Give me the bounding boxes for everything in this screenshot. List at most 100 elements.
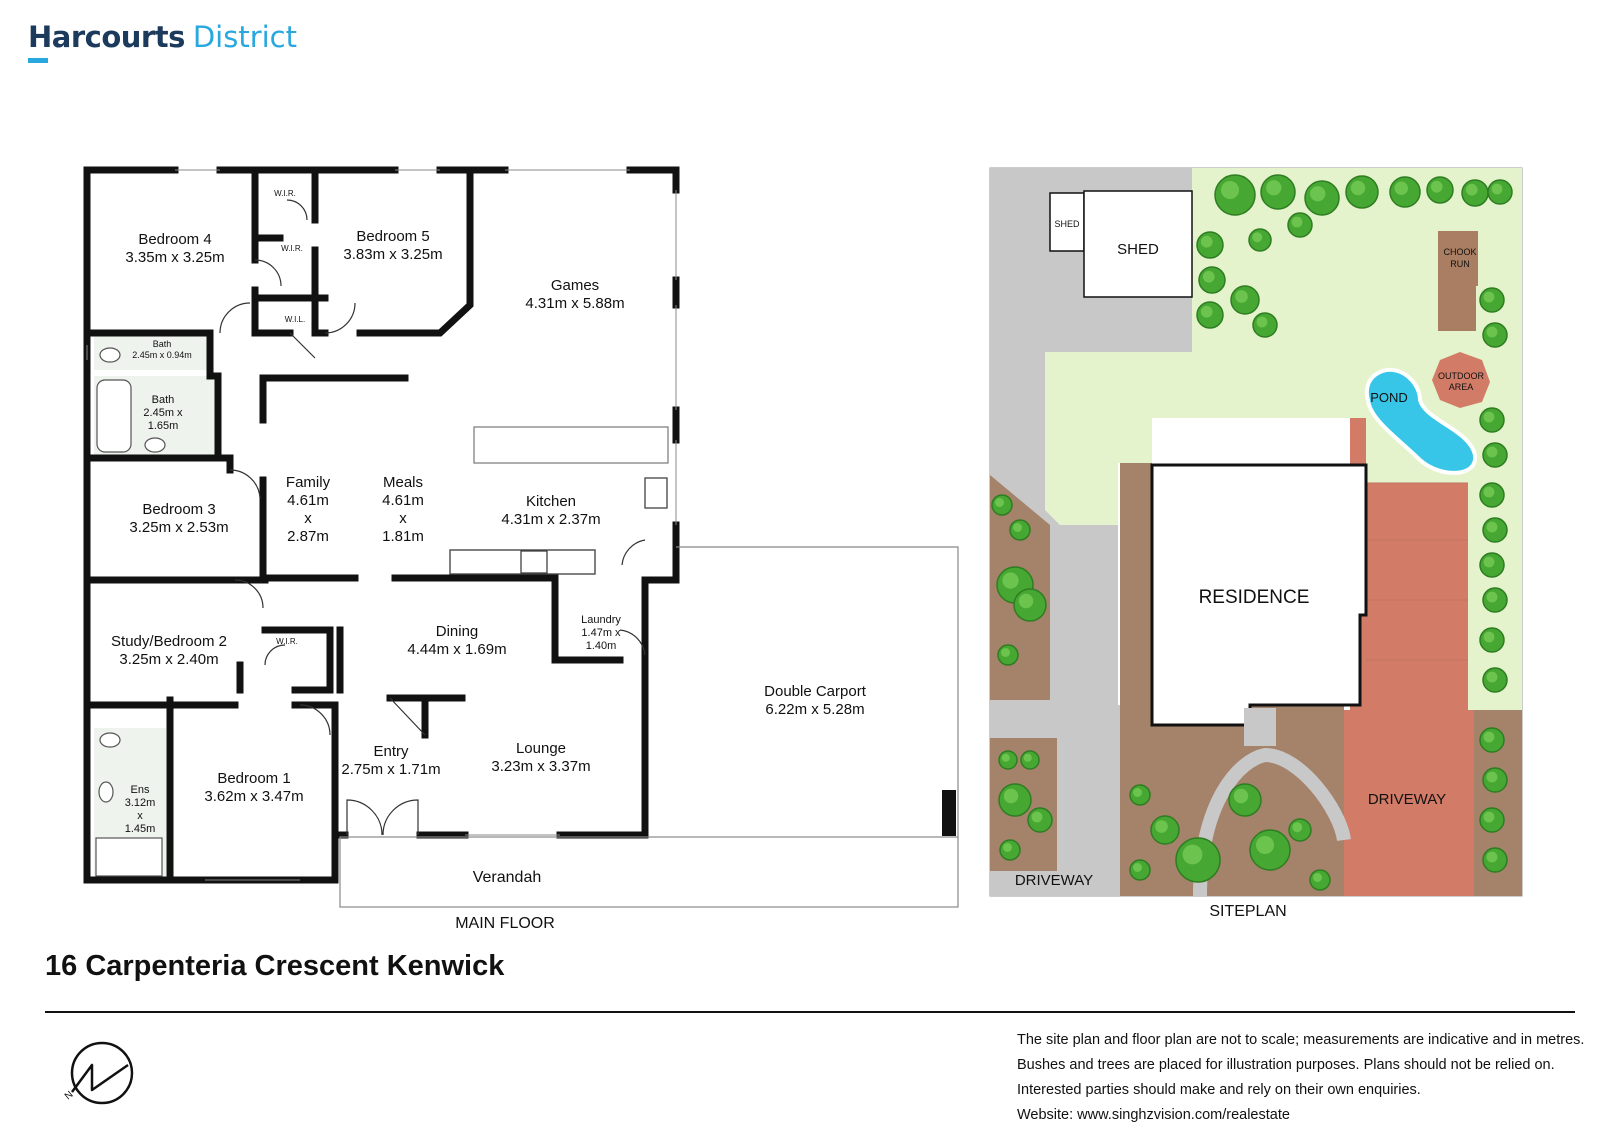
shrub-highlight [1018,593,1034,609]
room-label-bedroom4: 3.35m x 3.25m [125,249,224,266]
shrub-highlight [1483,556,1495,568]
shrub-highlight [1003,788,1019,804]
wir-label-1: W.I.R. [274,189,296,198]
shrub-highlight [1235,290,1248,303]
brand-office: District [192,20,297,54]
room-label-bath: Bath [152,394,175,406]
shrub-highlight [1133,788,1142,797]
shrub-highlight [1486,326,1498,338]
floor-plan-caption: MAIN FLOOR [455,915,555,932]
floor-plan: W.I.R. W.I.R. W.I.L. W.I.R. Bedroom 43.3… [83,166,959,932]
shrub-highlight [1483,291,1495,303]
disclaimer: The site plan and floor plan are not to … [1017,1028,1592,1128]
room-label-bedroom5: Bedroom 5 [356,228,429,245]
room-label-bedroom1: 3.62m x 3.47m [204,788,303,805]
chook-run-label-1: CHOOK [1443,247,1476,257]
room-label-laundry: Laundry [581,614,621,626]
room-label-family: x [304,510,312,527]
shrub-highlight [1200,235,1213,248]
outdoor-outlines [339,546,959,908]
north-arrow-icon: N [63,1041,134,1105]
shrub-highlight [1310,186,1326,202]
shrub-highlight [1465,183,1478,196]
bathtub [96,379,132,453]
paving-joints [1366,482,1468,661]
room-label-family: Family [286,474,331,491]
lawn [1045,168,1522,710]
shrub-highlight [1313,873,1322,882]
path-stem [1244,708,1276,746]
room-label-study: 3.25m x 2.40m [119,651,218,668]
shrub-highlight [1023,753,1032,762]
shrub-highlight [1350,180,1366,196]
shrub-highlight [1133,863,1142,872]
shrub-highlight [1200,305,1213,318]
disclaimer-line: Website: www.singhzvision.com/realestate [1017,1107,1290,1123]
doors [219,199,646,836]
garden-strip [1120,463,1152,710]
basin [144,437,166,453]
logo-underline [28,58,48,63]
room-label-dining: 4.44m x 1.69m [407,641,506,658]
shower [95,837,163,877]
shrub-highlight [1256,316,1268,328]
room-label-meals: 4.61m [382,492,424,509]
room-label-games: 4.31m x 5.88m [525,295,624,312]
shrub-highlight [1483,486,1495,498]
shrub-highlight [1486,851,1498,863]
pond-label: POND [1370,390,1408,405]
disclaimer-line: Bushes and trees are placed for illustra… [1017,1057,1555,1073]
room-label-carport: Double Carport [764,683,867,700]
kitchen-sink [644,477,668,509]
right-driveway [1344,710,1474,896]
room-label-study: Study/Bedroom 2 [111,633,227,650]
disclaimer-line: The site plan and floor plan are not to … [1017,1032,1585,1048]
shrub-highlight [1013,523,1022,532]
disclaimer-line: Interested parties should make and rely … [1017,1082,1421,1098]
chook-run-label-2: RUN [1450,259,1470,269]
shrub-highlight [1221,181,1239,199]
carport-post [942,790,956,836]
shrub-highlight [1394,181,1408,195]
room-label-ensuite: 1.45m [125,823,156,835]
room-label-bath-small: Bath [153,339,172,349]
shrub-highlight [1266,180,1282,196]
room-label-kitchen: Kitchen [526,493,576,510]
ensuite-toilet [99,732,121,748]
room-label-dining: Dining [436,623,479,640]
shed [1083,190,1193,298]
shrub-highlight [1256,836,1274,854]
room-label-bedroom1: Bedroom 1 [217,770,290,787]
room-label-bedroom3: 3.25m x 2.53m [129,519,228,536]
address-divider [45,1011,1575,1013]
room-label-bath: 2.45m x [143,407,183,419]
pond [1364,367,1478,475]
room-label-entry: Entry [373,743,409,760]
wir-label-2: W.I.R. [281,244,303,253]
residence-outline [1150,463,1368,727]
shrub-highlight [1002,572,1019,589]
shrub-highlight [1483,811,1495,823]
outdoor-area-label-2: AREA [1449,382,1474,392]
room-label-meals: 1.81m [382,528,424,545]
room-label-bedroom3: Bedroom 3 [142,501,215,518]
room-label-ensuite: x [137,810,143,822]
brand-name: Harcourts [28,20,185,54]
outdoor-area-label-1: OUTDOOR [1438,371,1484,381]
cooktop [520,550,548,574]
shrub-highlight [1001,648,1010,657]
property-address: 16 Carpenteria Crescent Kenwick [45,950,505,982]
shrub-highlight [1292,822,1303,833]
site-plan-caption: SITEPLAN [1209,903,1286,920]
outdoor-area [1432,352,1490,408]
shrubs [991,174,1513,891]
shrub-highlight [1486,771,1498,783]
room-label-laundry: 1.47m x [581,627,621,639]
shed-label: SHED [1117,241,1159,258]
shrub-highlight [995,498,1004,507]
shrub-highlight [1252,232,1263,243]
shrub-highlight [1486,591,1498,603]
shrub-highlight [1182,844,1203,865]
